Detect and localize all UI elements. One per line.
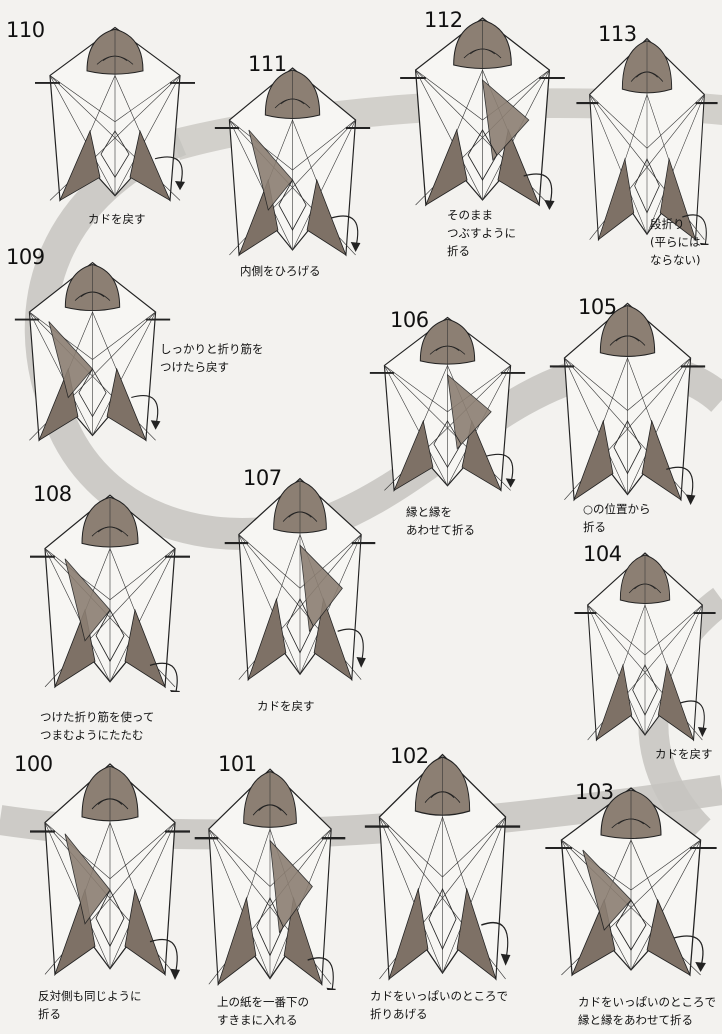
step-figure (190, 760, 350, 990)
step-caption: つけた折り筋を使ってつまむようにたたむ (40, 708, 154, 744)
step-caption: カドを戻す (655, 745, 713, 763)
origami-figure (570, 545, 720, 745)
step-number: 103 (575, 780, 614, 804)
step-caption-line: ならない) (650, 251, 701, 269)
step-figure (365, 310, 530, 495)
step-figure (210, 60, 375, 260)
origami-figure (30, 20, 200, 205)
step-caption-line: 反対側も同じように (38, 987, 142, 1005)
origami-figure (25, 755, 195, 980)
step-number: 110 (6, 18, 45, 42)
step-caption: カドを戻す (88, 210, 146, 228)
step-number: 104 (583, 542, 622, 566)
origami-figure (10, 255, 175, 445)
step-number: 113 (598, 22, 637, 46)
step-caption-line: 内側をひろげる (240, 262, 321, 280)
step-number: 109 (6, 245, 45, 269)
step-figure (572, 30, 722, 245)
origami-figure (545, 295, 710, 505)
origami-figure (395, 10, 570, 210)
step-number: 106 (390, 308, 429, 332)
step-caption-line: しっかりと折り筋を (160, 340, 264, 358)
step-caption-line: カドを戻す (88, 210, 146, 228)
step-figure (540, 780, 722, 980)
step-number: 112 (424, 8, 463, 32)
step-caption-line: カドをいっぱいのところで (578, 993, 716, 1011)
step-caption-line: 段折り (650, 215, 701, 233)
step-figure (220, 470, 380, 685)
step-caption-line: あわせて折る (406, 521, 475, 539)
step-caption-line: 折る (447, 242, 516, 260)
step-caption-line: 縁と縁を (406, 503, 475, 521)
step-number: 107 (243, 466, 282, 490)
step-number: 111 (248, 52, 287, 76)
step-caption: 縁と縁をあわせて折る (406, 503, 475, 539)
step-caption: しっかりと折り筋をつけたら戻す (160, 340, 264, 376)
step-caption: 内側をひろげる (240, 262, 321, 280)
step-caption: 上の紙を一番下のすきまに入れる (217, 993, 309, 1029)
step-caption-line: つけたら戻す (160, 358, 264, 376)
step-caption-line: カドを戻す (257, 697, 315, 715)
origami-figure (210, 60, 375, 260)
step-caption: カドをいっぱいのところで折りあげる (370, 987, 508, 1023)
step-caption-line: 折りあげる (370, 1005, 508, 1023)
step-caption: カドをいっぱいのところで縁と縁をあわせて折る (578, 993, 716, 1029)
step-figure (25, 487, 195, 692)
step-caption-line: (平らには (650, 233, 701, 251)
origami-figure (572, 30, 722, 245)
step-caption-line: カドをいっぱいのところで (370, 987, 508, 1005)
step-figure (395, 10, 570, 210)
step-figure (545, 295, 710, 505)
origami-figure (360, 745, 525, 985)
step-caption-line: つまむようにたたむ (40, 726, 154, 744)
step-caption-line: つけた折り筋を使って (40, 708, 154, 726)
origami-figure (365, 310, 530, 495)
step-number: 108 (33, 482, 72, 506)
step-caption-line: つぶすように (447, 224, 516, 242)
step-caption-line: 縁と縁をあわせて折る (578, 1011, 716, 1029)
origami-figure (25, 487, 195, 692)
step-number: 100 (14, 752, 53, 776)
step-figure (10, 255, 175, 445)
step-number: 101 (218, 752, 257, 776)
step-figure (360, 745, 525, 985)
step-number: 102 (390, 744, 429, 768)
step-caption-line: 上の紙を一番下の (217, 993, 309, 1011)
step-caption: カドを戻す (257, 697, 315, 715)
step-caption-line: 折る (583, 518, 651, 536)
origami-figure (540, 780, 722, 980)
step-number: 105 (578, 295, 617, 319)
origami-figure (190, 760, 350, 990)
step-caption-line: 折る (38, 1005, 142, 1023)
step-figure (25, 755, 195, 980)
step-caption-line: すきまに入れる (217, 1011, 309, 1029)
step-caption-line: そのまま (447, 206, 516, 224)
step-caption-line: カドを戻す (655, 745, 713, 763)
origami-figure (220, 470, 380, 685)
step-caption-line: ○の位置から (583, 500, 651, 518)
step-figure (570, 545, 720, 745)
step-figure (30, 20, 200, 205)
step-caption: 反対側も同じように折る (38, 987, 142, 1023)
step-caption: そのままつぶすように折る (447, 206, 516, 260)
step-caption: 段折り(平らにはならない) (650, 215, 701, 269)
step-caption: ○の位置から折る (583, 500, 651, 536)
